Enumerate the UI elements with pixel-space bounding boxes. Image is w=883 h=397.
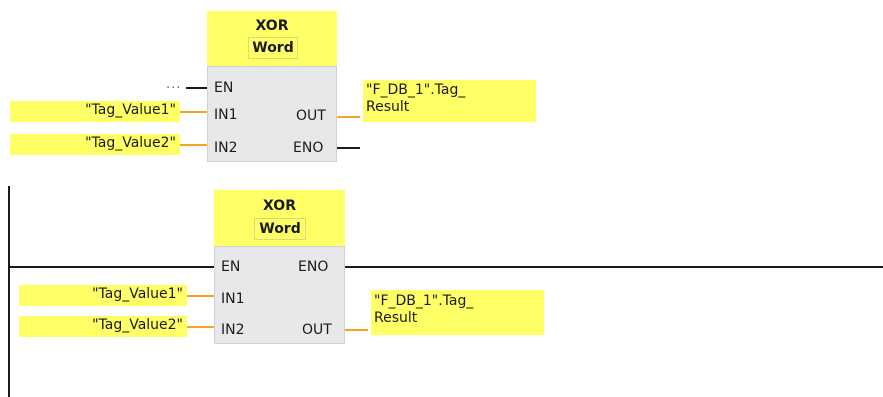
xor-block-1[interactable]: XOR Word ... EN "Tag_Value1" IN1 "Tag_Va… bbox=[0, 0, 883, 170]
out-wire bbox=[345, 329, 368, 331]
block-body bbox=[207, 66, 337, 162]
pin-out: OUT bbox=[302, 322, 332, 338]
pin-in1: IN1 bbox=[214, 107, 238, 123]
block-type-selector[interactable]: Word bbox=[254, 218, 306, 240]
operand-out[interactable]: "F_DB_1".Tag_ Result bbox=[371, 290, 544, 335]
operand-out-line2: Result bbox=[366, 99, 410, 115]
operand-in2[interactable]: "Tag_Value2" bbox=[10, 134, 180, 155]
pin-eno: ENO bbox=[293, 140, 324, 156]
in2-wire bbox=[187, 326, 214, 328]
pin-in2: IN2 bbox=[221, 322, 245, 338]
in1-wire bbox=[187, 295, 214, 297]
pin-in2: IN2 bbox=[214, 140, 238, 156]
ladder-network-2[interactable]: XOR Word EN ENO "Tag_Value1" IN1 "Tag_Va… bbox=[0, 180, 883, 397]
in2-wire bbox=[180, 144, 207, 146]
block-title: XOR bbox=[263, 198, 296, 214]
operand-out[interactable]: "F_DB_1".Tag_ Result bbox=[363, 80, 536, 122]
power-line-from-eno bbox=[345, 266, 883, 268]
operand-out-line1: "F_DB_1".Tag_ bbox=[374, 293, 474, 309]
operand-in1[interactable]: "Tag_Value1" bbox=[10, 101, 180, 122]
operand-out-line1: "F_DB_1".Tag_ bbox=[366, 82, 466, 98]
en-input-placeholder[interactable]: ... bbox=[166, 77, 182, 92]
pin-eno: ENO bbox=[298, 259, 329, 275]
pin-out: OUT bbox=[296, 108, 326, 124]
operand-out-line2: Result bbox=[374, 310, 418, 326]
power-line-to-en bbox=[10, 266, 214, 268]
en-wire bbox=[186, 87, 207, 89]
block-type-selector[interactable]: Word bbox=[248, 37, 298, 59]
block-title: XOR bbox=[255, 18, 289, 34]
block-body bbox=[214, 246, 345, 344]
operand-in2[interactable]: "Tag_Value2" bbox=[19, 316, 187, 337]
out-wire bbox=[337, 116, 360, 118]
operand-in1[interactable]: "Tag_Value1" bbox=[19, 285, 187, 306]
pin-en: EN bbox=[221, 259, 241, 275]
in1-wire bbox=[180, 111, 207, 113]
eno-wire bbox=[337, 147, 360, 149]
left-power-rail bbox=[8, 186, 10, 397]
pin-in1: IN1 bbox=[221, 291, 245, 307]
pin-en: EN bbox=[214, 80, 234, 96]
